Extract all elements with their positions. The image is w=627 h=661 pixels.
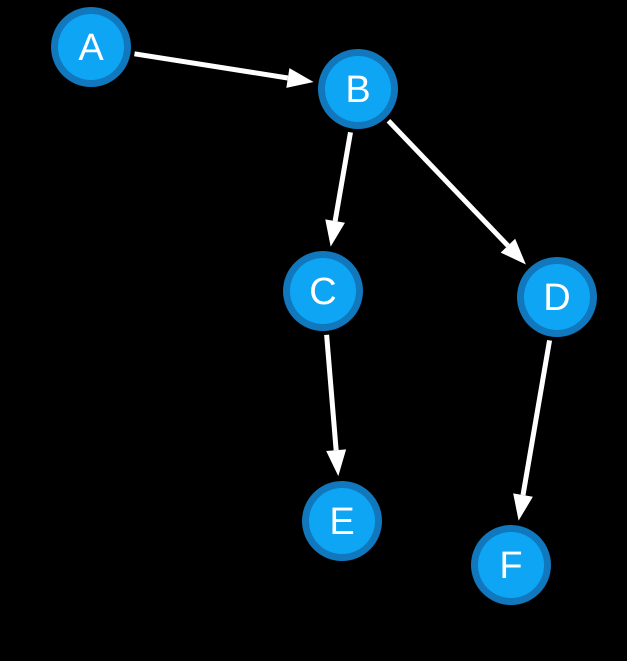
node-fill (524, 264, 590, 330)
node-label: B (345, 69, 370, 111)
node-label: C (309, 271, 336, 313)
nodes-layer: A B C D E F (51, 7, 597, 605)
edges-layer (134, 51, 553, 521)
edge-arrowhead-icon (325, 219, 345, 247)
edge-line (386, 119, 510, 248)
edge-line (134, 51, 289, 81)
node-fill (309, 488, 375, 554)
edge-arrowhead-icon (286, 68, 314, 88)
edge-arrowhead-icon (513, 493, 533, 521)
edge-line (324, 334, 339, 451)
graph-node-a[interactable]: A (51, 7, 131, 87)
graph-node-c[interactable]: C (283, 251, 363, 331)
node-label: D (543, 277, 570, 319)
edge-arrowhead-icon (326, 449, 347, 477)
edge-arrowhead-icon (500, 238, 526, 265)
node-fill (290, 258, 356, 324)
graph-node-e[interactable]: E (302, 481, 382, 561)
node-fill (325, 56, 391, 122)
node-fill (478, 532, 544, 598)
node-label: A (78, 27, 104, 69)
graph-edge[interactable] (134, 51, 314, 88)
node-fill (58, 14, 124, 80)
edge-line (520, 339, 553, 496)
graph-edge[interactable] (324, 334, 347, 477)
node-label: F (499, 545, 522, 587)
graph-edge[interactable] (513, 339, 553, 521)
graph-edge[interactable] (386, 119, 526, 265)
edge-line (332, 131, 353, 222)
graph-node-f[interactable]: F (471, 525, 551, 605)
graph-node-b[interactable]: B (318, 49, 398, 129)
graph-edge[interactable] (325, 131, 353, 247)
node-label: E (329, 501, 354, 543)
graph-node-d[interactable]: D (517, 257, 597, 337)
